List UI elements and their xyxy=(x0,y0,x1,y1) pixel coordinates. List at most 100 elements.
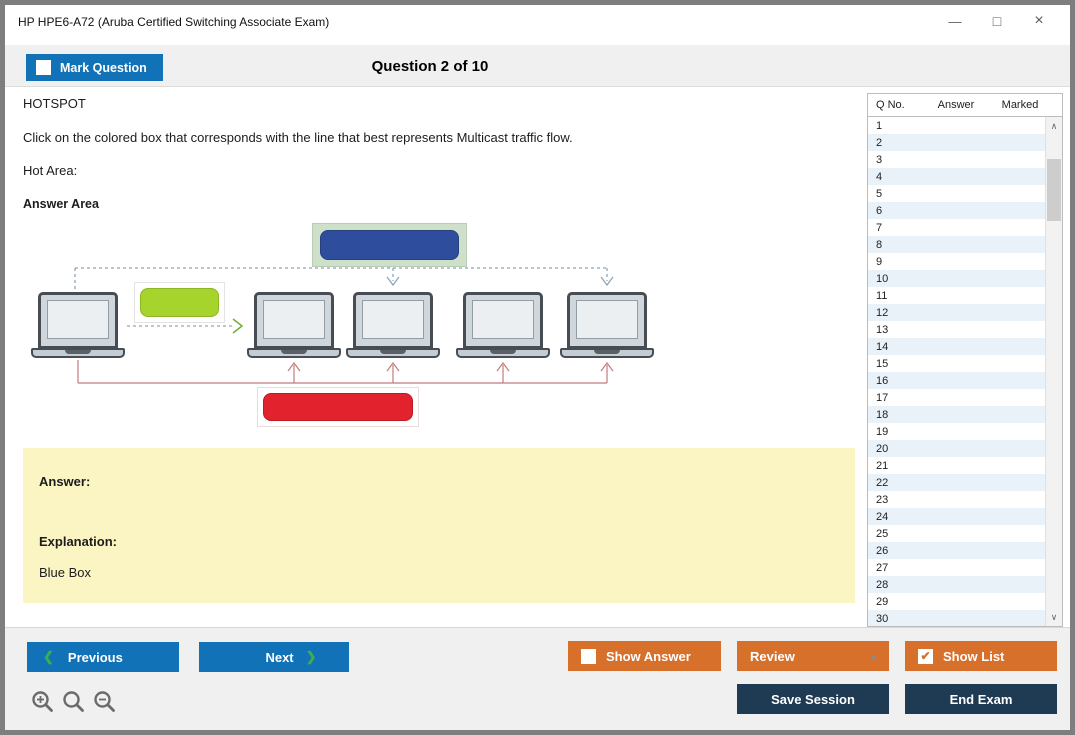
mark-question-label: Mark Question xyxy=(60,60,147,75)
scrollbar-thumb[interactable] xyxy=(1047,159,1061,221)
zoom-in-icon[interactable] xyxy=(31,690,55,714)
column-answer: Answer xyxy=(937,99,975,111)
green-box-hotspot[interactable] xyxy=(140,288,219,317)
hotspot-diagram xyxy=(5,215,865,448)
laptop-icon xyxy=(247,292,341,358)
question-row[interactable]: 21 xyxy=(868,457,1045,474)
answer-label: Answer: xyxy=(39,474,91,489)
explanation-label: Explanation: xyxy=(39,534,118,549)
laptop-icon xyxy=(560,292,654,358)
title-bar: HP HPE6-A72 (Aruba Certified Switching A… xyxy=(5,5,1070,45)
zoom-reset-icon[interactable] xyxy=(62,690,86,714)
question-row[interactable]: 26 xyxy=(868,542,1045,559)
question-row[interactable]: 20 xyxy=(868,440,1045,457)
laptop-icon xyxy=(456,292,550,358)
explanation-text: Blue Box xyxy=(39,565,92,580)
question-list-scrollbar[interactable]: ∧ ∨ xyxy=(1045,117,1062,626)
show-list-button[interactable]: ✔ Show List xyxy=(905,641,1057,671)
zoom-toolbar xyxy=(31,690,117,714)
question-row[interactable]: 14 xyxy=(868,338,1045,355)
laptop-icon xyxy=(31,292,125,358)
question-row[interactable]: 8 xyxy=(868,236,1045,253)
question-row[interactable]: 15 xyxy=(868,355,1045,372)
question-counter: Question 2 of 10 xyxy=(371,57,489,75)
blue-box-selection-highlight xyxy=(312,223,467,267)
question-row[interactable]: 24 xyxy=(868,508,1045,525)
question-list-header: Q No. Answer Marked xyxy=(868,94,1062,117)
show-answer-label: Show Answer xyxy=(606,648,691,664)
answer-panel: Answer: Explanation: Blue Box xyxy=(23,448,855,603)
scroll-down-icon[interactable]: ∨ xyxy=(1050,611,1058,622)
question-row[interactable]: 5 xyxy=(868,185,1045,202)
end-exam-button[interactable]: End Exam xyxy=(905,684,1057,714)
close-icon[interactable]: × xyxy=(1034,12,1044,29)
footer-toolbar: ❮ Previous Next ❯ Show Answer Review ▲ ✔… xyxy=(5,627,1070,730)
question-row[interactable]: 4 xyxy=(868,168,1045,185)
broadcast-flow-line xyxy=(77,360,614,384)
question-row[interactable]: 16 xyxy=(868,372,1045,389)
question-row[interactable]: 6 xyxy=(868,202,1045,219)
question-row[interactable]: 11 xyxy=(868,287,1045,304)
question-row[interactable]: 19 xyxy=(868,423,1045,440)
question-row[interactable]: 9 xyxy=(868,253,1045,270)
question-row[interactable]: 23 xyxy=(868,491,1045,508)
next-label: Next xyxy=(265,649,294,665)
previous-button[interactable]: ❮ Previous xyxy=(27,642,179,672)
window-controls: — □ × xyxy=(934,12,1060,30)
question-row[interactable]: 10 xyxy=(868,270,1045,287)
show-list-label: Show List xyxy=(943,648,1005,664)
question-row[interactable]: 28 xyxy=(868,576,1045,593)
review-button[interactable]: Review ▲ xyxy=(737,641,889,671)
multicast-flow-line xyxy=(74,267,608,291)
scroll-up-icon[interactable]: ∧ xyxy=(1050,120,1058,131)
question-row[interactable]: 17 xyxy=(868,389,1045,406)
mark-question-checkbox[interactable] xyxy=(36,60,51,75)
blue-box-hotspot[interactable] xyxy=(320,230,459,260)
minimize-icon[interactable]: — xyxy=(948,13,962,29)
review-caret-icon: ▲ xyxy=(869,651,878,661)
answer-area-label: Answer Area xyxy=(23,197,99,211)
column-qno: Q No. xyxy=(876,99,905,111)
previous-chevron-icon: ❮ xyxy=(43,649,54,664)
review-label: Review xyxy=(750,648,795,664)
green-box-frame xyxy=(134,282,225,323)
question-row[interactable]: 3 xyxy=(868,151,1045,168)
question-row[interactable]: 12 xyxy=(868,304,1045,321)
question-row[interactable]: 27 xyxy=(868,559,1045,576)
column-marked: Marked xyxy=(1001,99,1039,111)
zoom-out-icon[interactable] xyxy=(93,690,117,714)
save-session-label: Save Session xyxy=(771,691,855,707)
question-row[interactable]: 18 xyxy=(868,406,1045,423)
window-title: HP HPE6-A72 (Aruba Certified Switching A… xyxy=(18,15,330,29)
previous-label: Previous xyxy=(67,649,123,665)
end-exam-label: End Exam xyxy=(949,691,1013,707)
question-row[interactable]: 2 xyxy=(868,134,1045,151)
show-answer-checkbox[interactable] xyxy=(581,648,596,664)
show-list-checkbox[interactable]: ✔ xyxy=(918,648,933,664)
hot-area-label: Hot Area: xyxy=(23,163,78,178)
mark-question-button[interactable]: Mark Question xyxy=(26,54,163,81)
question-type-label: HOTSPOT xyxy=(23,96,86,111)
question-row[interactable]: 25 xyxy=(868,525,1045,542)
next-button[interactable]: Next ❯ xyxy=(199,642,349,672)
save-session-button[interactable]: Save Session xyxy=(737,684,889,714)
multicast-arrowheads xyxy=(386,276,614,287)
question-row[interactable]: 22 xyxy=(868,474,1045,491)
question-row[interactable]: 13 xyxy=(868,321,1045,338)
flow-lines-svg xyxy=(74,267,614,384)
red-box-frame xyxy=(257,387,419,427)
question-header: Mark Question Question 2 of 10 xyxy=(5,45,1070,87)
question-row[interactable]: 29 xyxy=(868,593,1045,610)
question-instruction: Click on the colored box that correspond… xyxy=(23,130,573,145)
question-row[interactable]: 7 xyxy=(868,219,1045,236)
laptop-icon xyxy=(346,292,440,358)
show-answer-button[interactable]: Show Answer xyxy=(568,641,721,671)
question-row[interactable]: 1 xyxy=(868,117,1045,134)
maximize-icon[interactable]: □ xyxy=(992,13,1002,29)
unicast-arrowhead xyxy=(232,318,244,334)
question-row[interactable]: 30 xyxy=(868,610,1045,626)
red-box-hotspot[interactable] xyxy=(263,393,413,421)
